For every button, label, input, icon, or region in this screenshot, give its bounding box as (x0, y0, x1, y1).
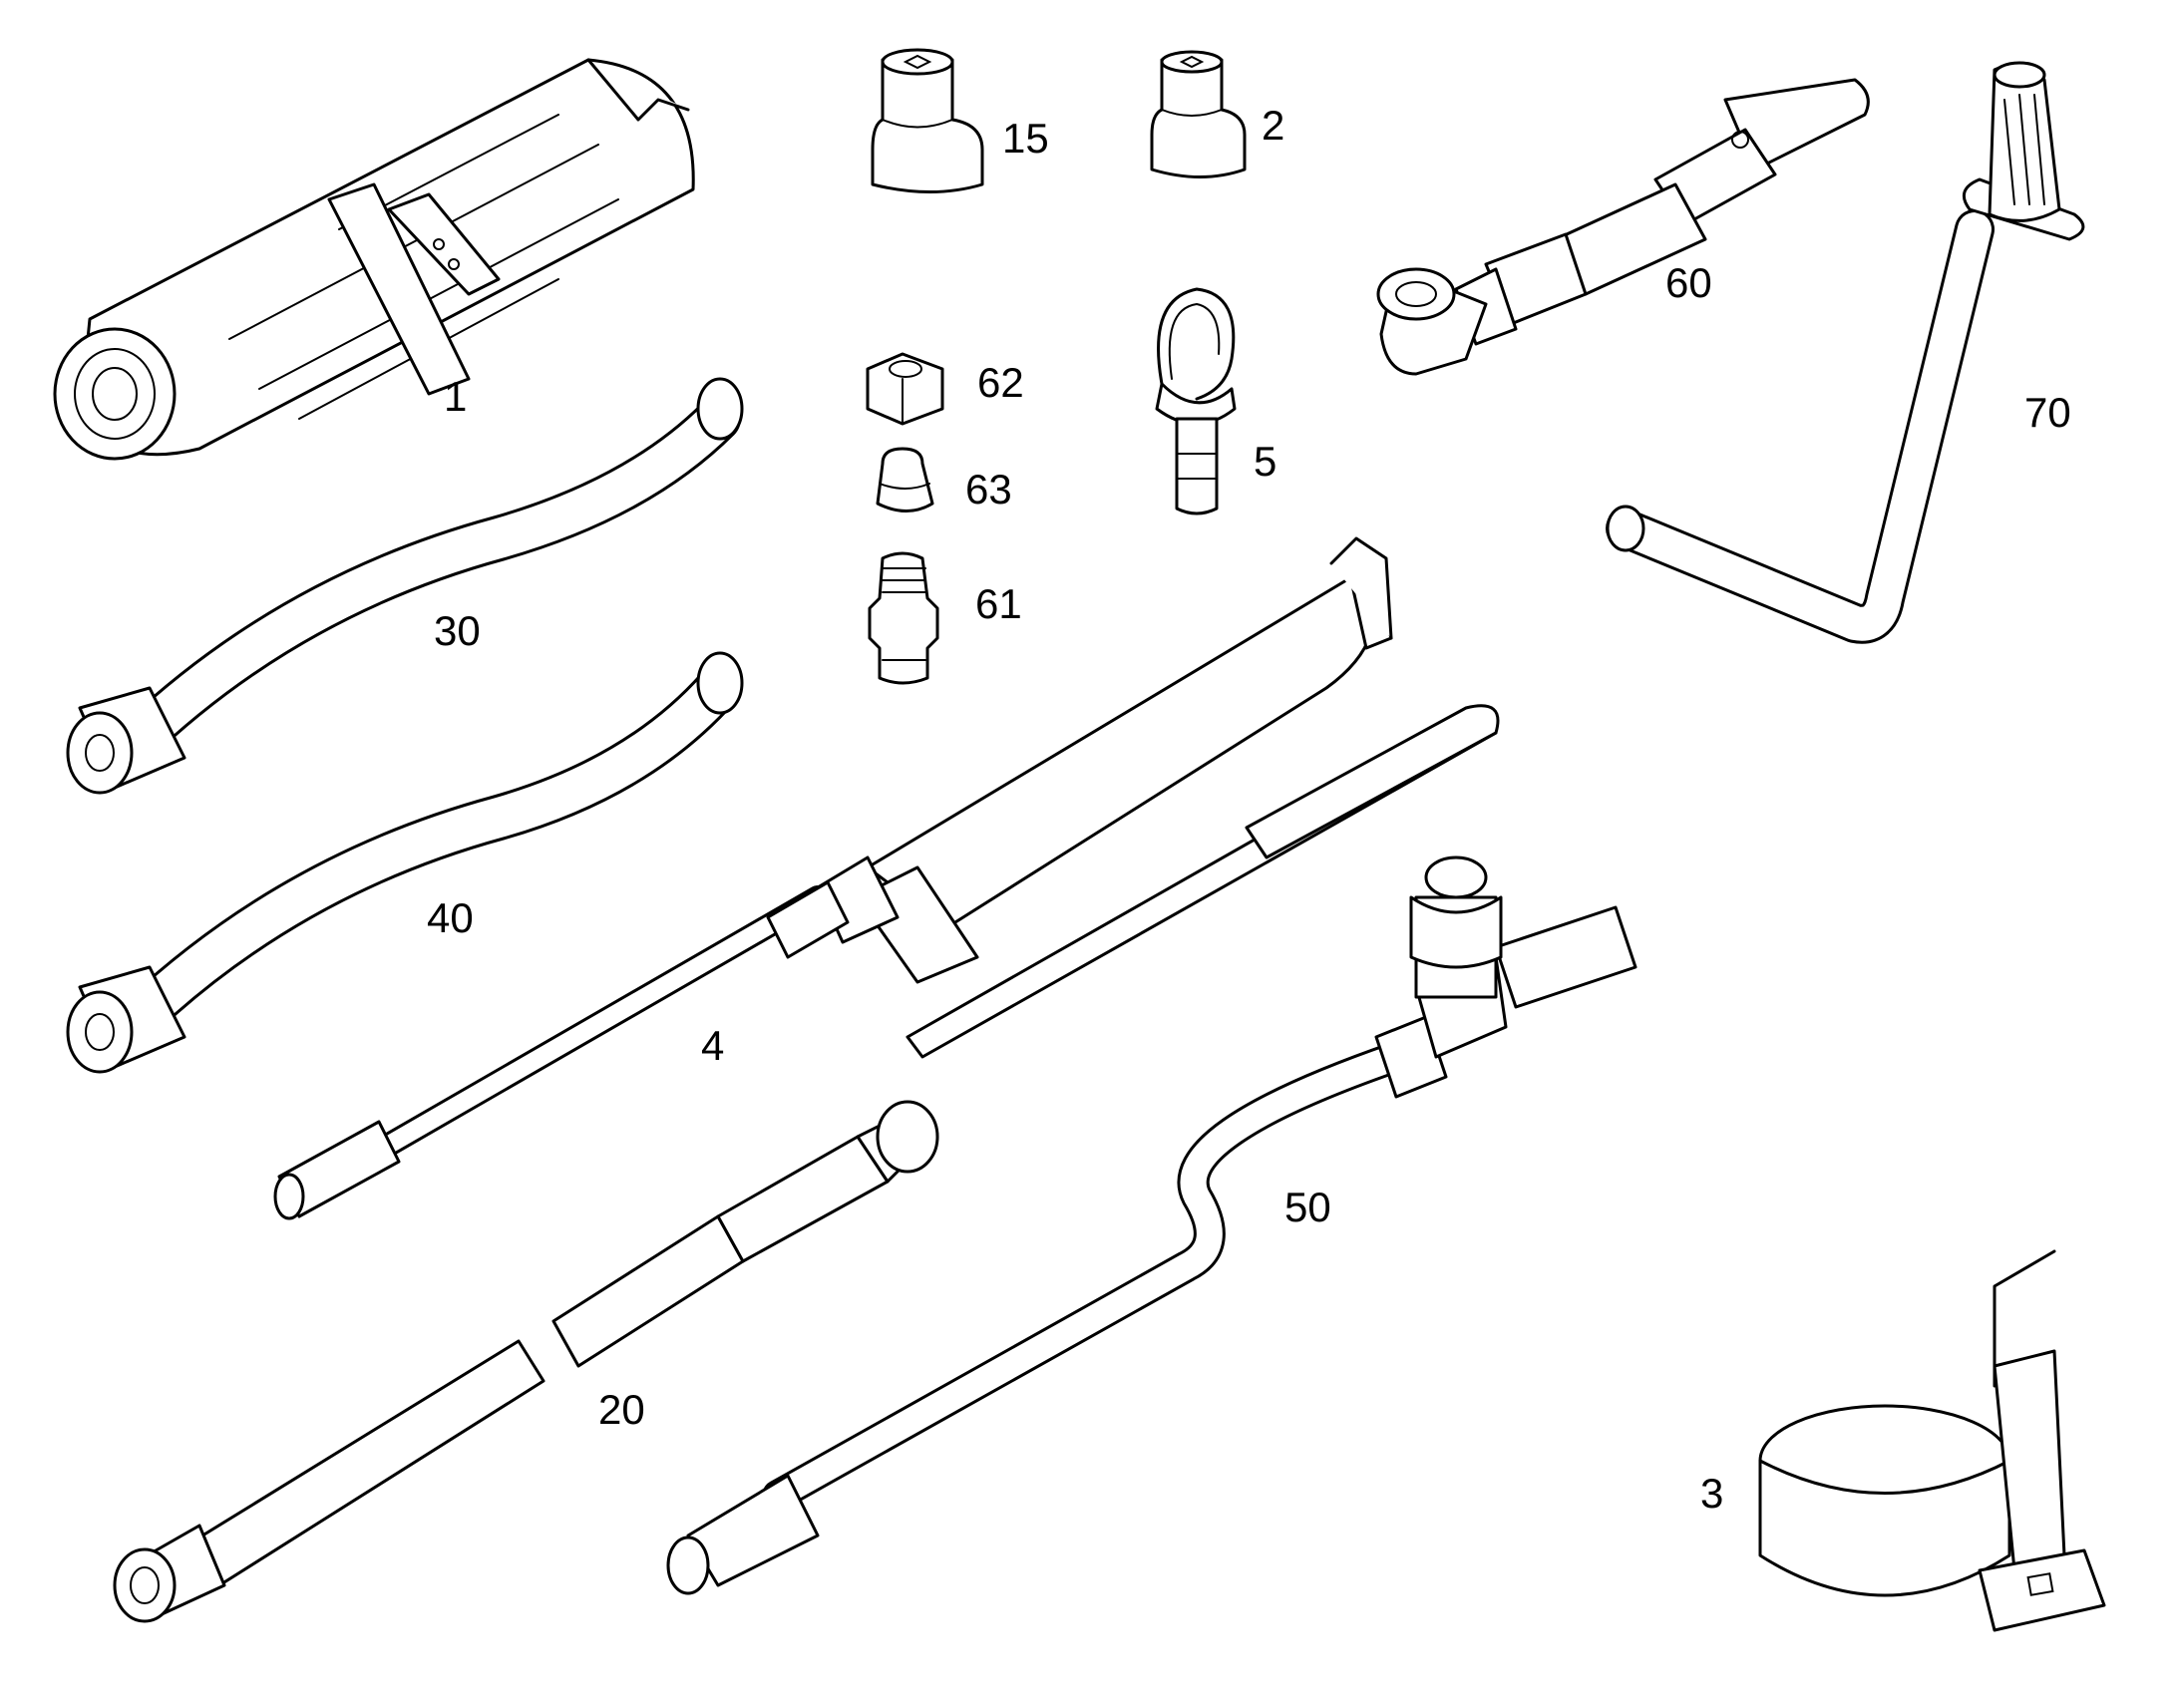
label-2: 2 (1262, 102, 1284, 149)
part-60-adapter (1376, 78, 1870, 376)
label-5: 5 (1254, 438, 1276, 485)
part-62-hex-nut (866, 352, 944, 426)
label-61: 61 (975, 580, 1022, 627)
label-40: 40 (427, 894, 474, 941)
part-3-strap-wrench (1758, 1249, 2106, 1632)
label-15: 15 (1002, 115, 1049, 162)
part-1-tool-roll (53, 58, 695, 461)
label-20: 20 (598, 1386, 645, 1433)
label-60: 60 (1665, 259, 1712, 306)
part-20-hose (113, 1100, 939, 1623)
part-70-handle (1606, 61, 2085, 644)
label-70: 70 (2024, 389, 2071, 436)
part-2-socket-small (1150, 50, 1247, 178)
part-63-ferrule (876, 447, 934, 512)
label-50: 50 (1284, 1184, 1331, 1230)
part-50-hose-tee (666, 855, 1637, 1595)
label-63: 63 (965, 466, 1012, 512)
label-30: 30 (434, 607, 481, 654)
part-15-socket (871, 48, 984, 193)
part-4-grease-gun (273, 536, 1500, 1220)
part-61-union (868, 551, 939, 685)
label-4: 4 (701, 1022, 724, 1069)
label-1: 1 (444, 373, 467, 420)
label-3: 3 (1700, 1470, 1723, 1517)
part-40-hose (66, 651, 744, 1074)
part-5-eye-bolt (1155, 287, 1237, 515)
label-62: 62 (977, 359, 1024, 406)
part-30-hose (66, 377, 744, 795)
